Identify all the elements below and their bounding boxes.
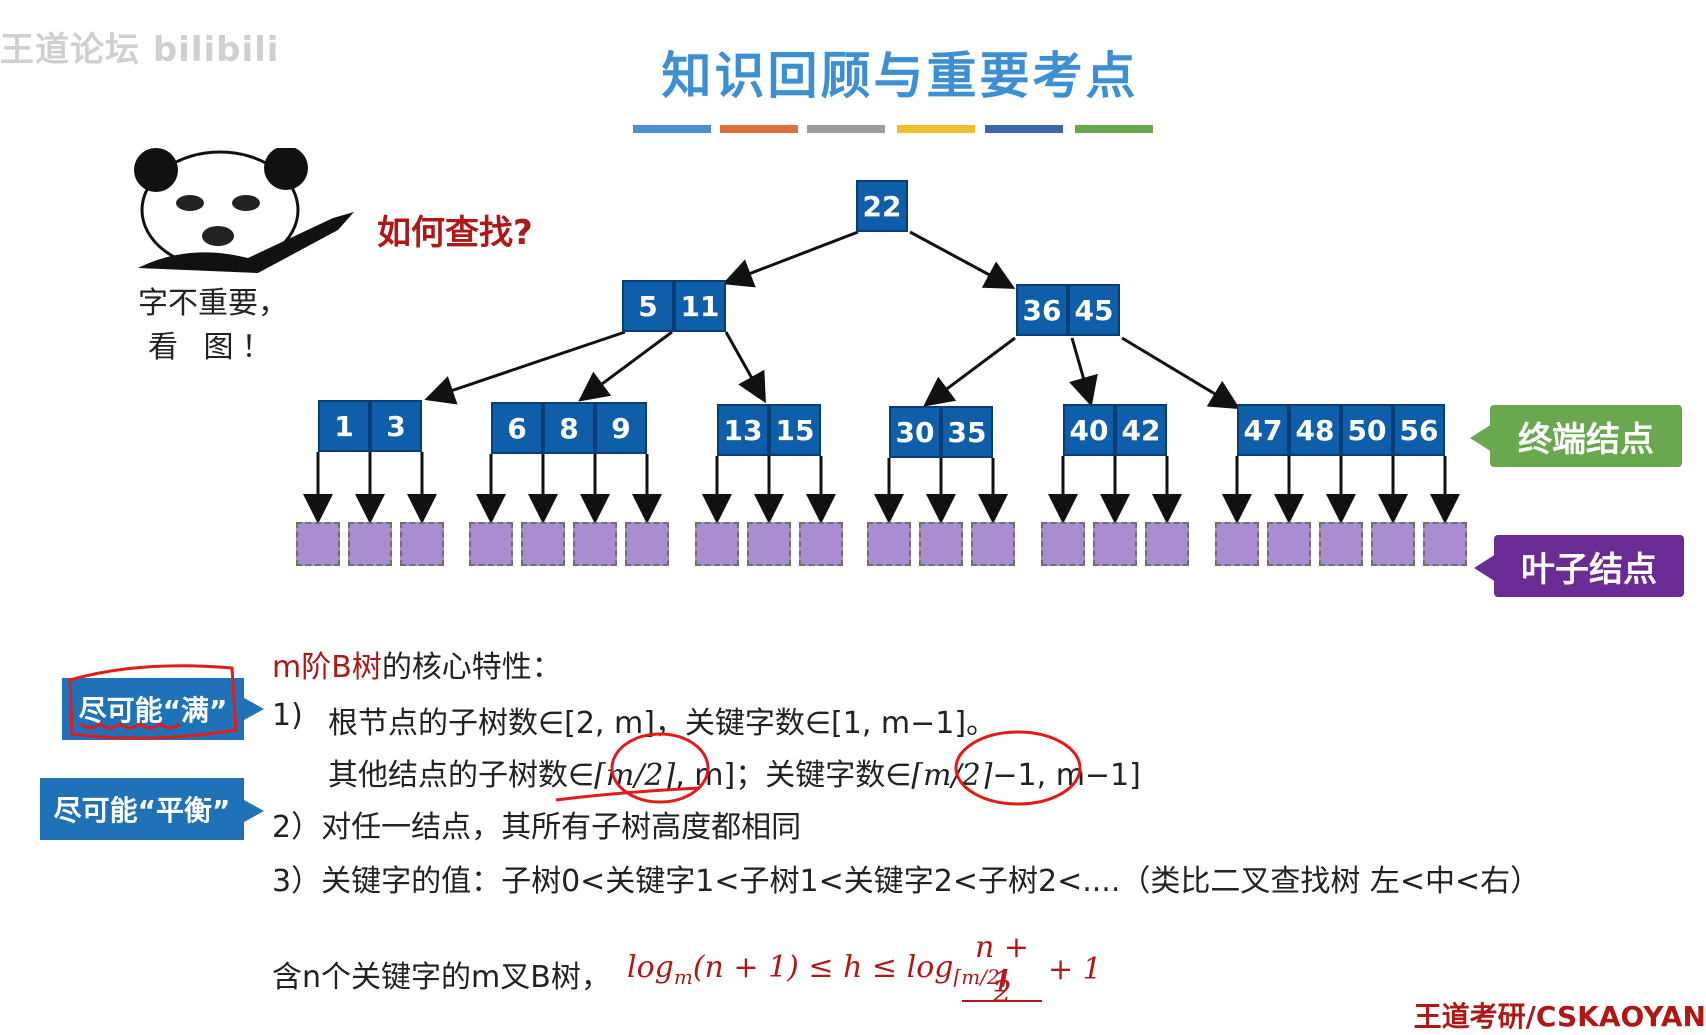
key-1: 1 [318,400,370,452]
leaf-node [521,522,565,566]
height-bound-text: 含n个关键字的m叉B树， [272,960,611,995]
leaf-node [919,522,963,566]
key-6: 6 [491,402,543,454]
leaf-node [1423,522,1467,566]
panda-mascot-icon [134,148,354,273]
leaf-node [1215,522,1259,566]
p1b-b: , m]；关键字数∈ [675,758,912,793]
key-48: 48 [1289,404,1341,456]
height-bound-formula: logm(n + 1) ≤ h ≤ log⌈m/2⌉ [627,950,1008,989]
log-1: log [627,950,674,985]
p1b-c: −1, m−1] [992,758,1141,793]
watermark: 王道论坛 bilibili [0,30,280,70]
tag-full: 尽可能“满” [62,678,244,740]
leaf-node [1145,522,1189,566]
leaf-node-label: 叶子结点 [1494,535,1684,597]
property-2: 2）对任一结点，其所有子树高度都相同 [272,810,802,845]
leaf-node [348,522,392,566]
leaf-node [695,522,739,566]
leaf-node [971,522,1015,566]
stripe-gray [807,125,885,133]
property-1-number: 1) [272,698,303,733]
leaf-node [799,522,843,566]
formula-mid: (n + 1) ≤ h ≤ log [692,950,954,985]
stripe-green [1075,125,1153,133]
key-50: 50 [1341,404,1393,456]
stripe-yellow [897,125,975,133]
key-3: 3 [370,400,422,452]
fraction-numerator: n + 1 [962,930,1042,1002]
heading-red: m阶B树 [272,650,382,685]
key-56: 56 [1393,404,1445,456]
property-3: 3）关键字的值：子树0<关键字1<子树1<关键字2<子树2<....（类比二叉查… [272,864,1541,899]
key-36: 36 [1016,284,1068,336]
leaf-node [1371,522,1415,566]
properties-heading: m阶B树的核心特性： [272,642,562,686]
key-45: 45 [1068,284,1120,336]
leaf-node [1319,522,1363,566]
fraction-denominator: 2 [992,975,1012,1010]
brand-watermark: 王道考研/CSKAOYAN [1413,1000,1706,1033]
log-2-base: ⌈m/2⌉ [953,965,1008,989]
leaf-node [469,522,513,566]
key-42: 42 [1115,404,1167,456]
leaf-node [400,522,444,566]
property-1b: 其他结点的子树数∈⌈m/2⌉, m]；关键字数∈⌈m/2⌉−1, m−1] [328,750,1141,794]
key-11: 11 [674,280,726,332]
ceil-2: ⌈m/2⌉ [911,758,993,793]
terminal-node-label: 终端结点 [1490,405,1682,467]
leaf-node [296,522,340,566]
tag-balance: 尽可能“平衡” [40,778,244,840]
stripe-blue [633,125,711,133]
terminal-pointer [1470,424,1492,452]
tag-balance-pointer [244,800,264,822]
key-47: 47 [1237,404,1289,456]
key-35: 35 [941,406,993,458]
leaf-node [1267,522,1311,566]
key-40: 40 [1063,404,1115,456]
leaf-node [747,522,791,566]
mascot-caption-2: 看 图！ [148,330,280,365]
tag-full-pointer [244,698,264,720]
leaf-node [625,522,669,566]
key-8: 8 [543,402,595,454]
ceil-1: ⌈m/2⌉ [594,758,676,793]
formula-tail: + 1 [1048,952,1102,987]
mascot-caption-1: 字不重要， [138,286,288,321]
log-1-base: m [673,965,693,989]
question-text: 如何查找? [377,213,533,253]
stripe-orange [720,125,798,133]
key-9: 9 [595,402,647,454]
key-5: 5 [622,280,674,332]
heading-rest: 的核心特性： [381,650,562,685]
slide-title: 知识回顾与重要考点 [661,47,1139,105]
leaf-node [573,522,617,566]
leaf-node [1041,522,1085,566]
leaf-node [1093,522,1137,566]
leaf-pointer [1474,554,1496,582]
stripe-darkblue [985,125,1063,133]
p1b-a: 其他结点的子树数∈ [328,758,595,793]
key-30: 30 [889,406,941,458]
key-13: 13 [717,404,769,456]
key-22: 22 [856,180,908,232]
key-15: 15 [769,404,821,456]
leaf-node [867,522,911,566]
